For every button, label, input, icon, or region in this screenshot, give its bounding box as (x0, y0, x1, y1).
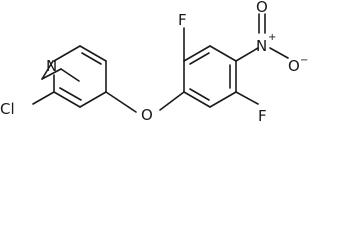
bond-c6-c5-inner (81, 52, 102, 65)
bond-b6-b1 (183, 91, 211, 108)
pyridine-ring (41, 45, 107, 108)
atom-n-nitro: N (256, 37, 267, 55)
atom-n-pyridine: N (46, 57, 57, 75)
bond-n-c2 (41, 68, 62, 80)
bond-c4-o (105, 91, 137, 113)
bond-c3-c2 (53, 91, 81, 108)
structure-canvas: N Cl O F F N + O O − (0, 0, 309, 125)
atom-f-top: F (178, 11, 187, 29)
bond-b5-f (235, 91, 259, 105)
atom-o-ether: O (141, 106, 153, 124)
bond-b3-b4 (209, 45, 237, 62)
bond-b2-b3 (183, 45, 211, 62)
bond-c2-c3 (60, 68, 80, 82)
charge-plus: + (268, 32, 276, 43)
benzene-ring (183, 45, 237, 108)
bond-c6-c5 (79, 45, 107, 62)
charge-minus: − (300, 55, 308, 66)
bond-n-c2-inner (41, 60, 54, 80)
bond-b2-b3-inner (189, 52, 210, 65)
bond-b5-b6 (209, 91, 237, 108)
bond-b4-nnitro (235, 47, 259, 62)
bond-c2-cl (32, 91, 55, 105)
molecule-diagram: N Cl O F F N + O O − (0, 0, 308, 125)
bond-b6-b1-inner (189, 88, 210, 101)
bond-c4-c3 (79, 91, 107, 108)
bond-nnitro-o-right (269, 47, 289, 59)
atom-f-bottom: F (258, 107, 267, 125)
bond-o-c1 (159, 91, 185, 111)
atom-cl: Cl (0, 100, 15, 118)
atom-o-nitro-right: O (288, 57, 300, 75)
bond-c3-c2-inner (59, 87, 82, 101)
atom-o-nitro-top: O (256, 0, 268, 16)
bond-n-c6 (53, 45, 81, 62)
